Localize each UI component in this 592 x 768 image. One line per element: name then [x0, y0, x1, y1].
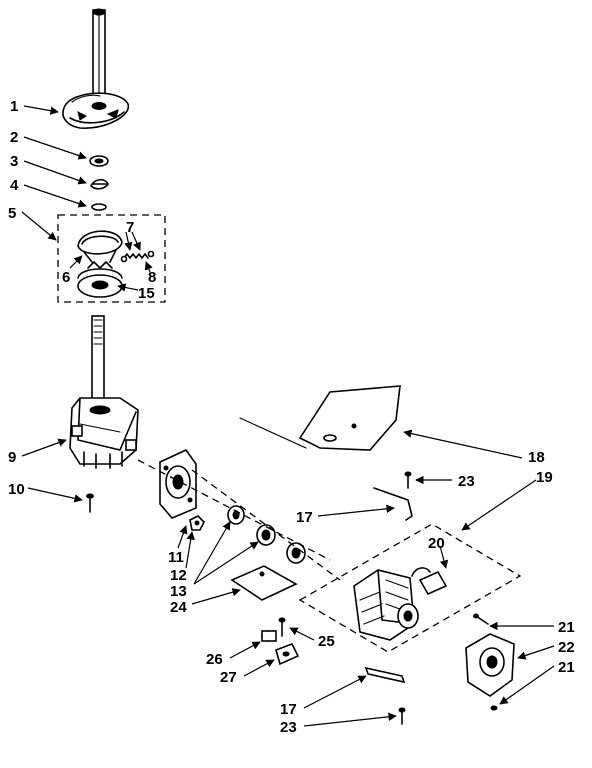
- callout-23-upper: 23: [458, 473, 475, 490]
- callout-6: 6: [62, 269, 70, 286]
- callout-1: 1: [10, 98, 18, 115]
- part-12-nut: [189, 515, 205, 531]
- callout-5: 5: [8, 205, 16, 222]
- callout-4: 4: [10, 177, 19, 194]
- part-4-retaining-ring: [91, 203, 107, 211]
- callout-10: 10: [8, 481, 25, 498]
- part-17-bracket-lower: [364, 666, 406, 684]
- callout-27: 27: [220, 669, 237, 686]
- guide-line: [239, 417, 307, 449]
- part-9-gearcase: [69, 397, 139, 469]
- callout-9: 9: [8, 449, 16, 466]
- part-23-screw-upper: [404, 471, 412, 489]
- brake-assembly-boundary: [57, 214, 166, 303]
- part-20-capacitor: [411, 567, 448, 596]
- part-2-washer: [89, 155, 109, 167]
- callout-17-upper: 17: [296, 509, 313, 526]
- motor-assembly-boundary: [298, 523, 522, 653]
- part-17-bracket-upper: [373, 487, 413, 521]
- part-15-brake-rotor: [77, 261, 123, 298]
- callout-labels: 1 2 3 4 5 6 7 8 15 9 10 11 12 13 24 18 2…: [8, 98, 575, 736]
- callout-23-lower: 23: [280, 719, 297, 736]
- part-24-shield-plate: [230, 565, 298, 601]
- callout-3: 3: [10, 153, 18, 170]
- motor-body: [353, 569, 419, 641]
- part-25-screw: [278, 617, 286, 637]
- callout-25: 25: [318, 633, 335, 650]
- callout-17-lower: 17: [280, 701, 297, 718]
- callout-15: 15: [138, 285, 155, 302]
- part-3-spring-washer: [90, 178, 109, 190]
- callout-22: 22: [558, 639, 575, 656]
- callout-18: 18: [528, 449, 545, 466]
- part-23-screw-lower: [398, 707, 406, 725]
- alignment-line-2: [191, 469, 341, 581]
- part-13-coupling: [227, 505, 306, 564]
- callout-21-upper: 21: [558, 619, 575, 636]
- part-27-clamp: [275, 642, 300, 666]
- part-7-spring: [120, 250, 155, 263]
- callout-21-lower: 21: [558, 659, 575, 676]
- callout-2: 2: [10, 129, 18, 146]
- part-6-brake-band: [77, 230, 123, 263]
- callout-26: 26: [206, 651, 223, 668]
- callout-24: 24: [170, 599, 187, 616]
- callout-20: 20: [428, 535, 445, 552]
- callout-13: 13: [170, 583, 187, 600]
- callout-8: 8: [148, 269, 156, 286]
- callout-12: 12: [170, 567, 187, 584]
- leader-lines: [21, 105, 555, 727]
- callout-19: 19: [536, 469, 553, 486]
- part-10-screw: [86, 493, 94, 513]
- part-22-pump: [465, 633, 515, 697]
- part-21-screw-upper: [473, 613, 489, 625]
- part-18-cover: [298, 385, 401, 451]
- callout-7: 7: [126, 219, 134, 236]
- drive-shaft-top: [92, 8, 106, 111]
- part-26-bushing: [261, 630, 277, 642]
- part-21-screw-lower: [490, 705, 498, 711]
- part-11-motor-mount-plate: [159, 448, 197, 519]
- callout-11: 11: [168, 549, 184, 566]
- alignment-line-1: [137, 459, 331, 561]
- part-1-hub-cam: [62, 92, 129, 129]
